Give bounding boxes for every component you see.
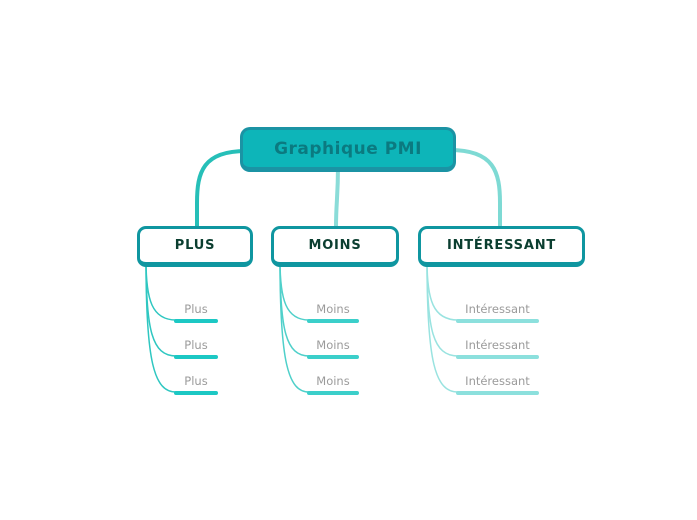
leaf-node-label: Plus [184, 338, 208, 352]
leaf-node-moins-3[interactable]: Moins [293, 374, 373, 395]
branch-node-label: MOINS [308, 238, 362, 253]
leaf-node-label: Intéressant [465, 338, 530, 352]
leaf-underline [456, 391, 539, 395]
branch-node-label: PLUS [174, 238, 216, 253]
branch-node-interessant[interactable]: INTÉRESSANT [418, 226, 585, 267]
connector-root-to-moins [334, 163, 340, 229]
leaf-underline [307, 355, 359, 359]
leaf-node-plus-2[interactable]: Plus [154, 338, 238, 359]
leaf-node-label: Moins [316, 338, 350, 352]
leaf-node-label: Moins [316, 302, 350, 316]
connector-root-to-interessant [448, 148, 502, 229]
leaf-node-label: Plus [184, 302, 208, 316]
branch-node-plus[interactable]: PLUS [137, 226, 253, 267]
connector-moins-to-leaf-3 [279, 259, 310, 393]
leaf-underline [174, 355, 218, 359]
leaf-node-label: Intéressant [465, 302, 530, 316]
leaf-underline [456, 319, 539, 323]
connector-root-to-plus [195, 149, 248, 229]
leaf-node-label: Intéressant [465, 374, 530, 388]
connector-plus-to-leaf-3 [145, 259, 177, 393]
leaf-underline [307, 319, 359, 323]
root-node-graphique-pmi[interactable]: Graphique PMI [240, 127, 456, 172]
leaf-node-moins-2[interactable]: Moins [293, 338, 373, 359]
leaf-node-interessant-2[interactable]: Intéressant [447, 338, 548, 359]
leaf-underline [307, 391, 359, 395]
leaf-node-plus-3[interactable]: Plus [154, 374, 238, 395]
leaf-node-interessant-3[interactable]: Intéressant [447, 374, 548, 395]
root-node-label: Graphique PMI [274, 138, 422, 159]
leaf-node-moins-1[interactable]: Moins [293, 302, 373, 323]
leaf-underline [174, 319, 218, 323]
branch-node-label: INTÉRESSANT [446, 238, 557, 253]
leaf-node-plus-1[interactable]: Plus [154, 302, 238, 323]
branch-node-moins[interactable]: MOINS [271, 226, 399, 267]
leaf-node-interessant-1[interactable]: Intéressant [447, 302, 548, 323]
leaf-node-label: Moins [316, 374, 350, 388]
connector-interessant-to-leaf-3 [426, 259, 459, 393]
leaf-node-label: Plus [184, 374, 208, 388]
leaf-underline [174, 391, 218, 395]
leaf-underline [456, 355, 539, 359]
